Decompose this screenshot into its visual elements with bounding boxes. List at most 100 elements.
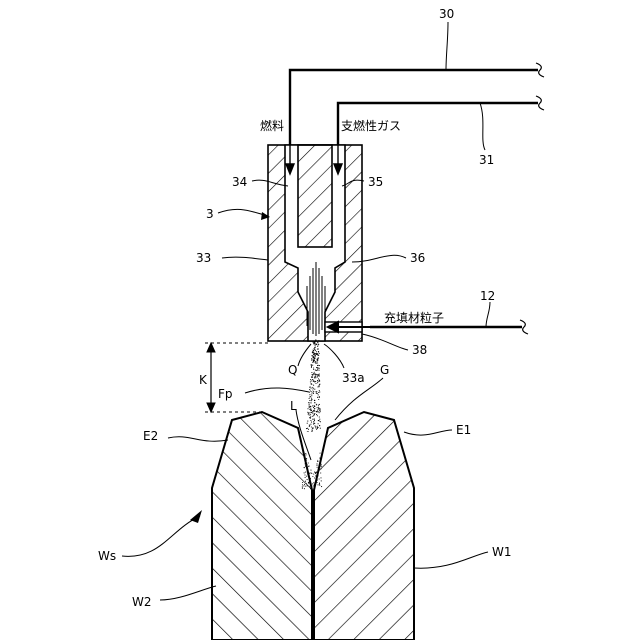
powder-particle	[314, 342, 315, 343]
powder-particle	[316, 351, 317, 352]
powder-particle	[307, 431, 308, 432]
powder-particle	[313, 361, 314, 362]
powder-particle	[312, 342, 313, 343]
powder-particle	[317, 346, 318, 347]
powder-particle	[312, 387, 313, 388]
label-pipe-oxidizer: 31	[479, 153, 494, 167]
powder-particle	[317, 360, 318, 361]
powder-particle	[311, 380, 312, 381]
powder-particle	[319, 353, 320, 354]
powder-particle	[312, 351, 313, 352]
powder-particle	[319, 396, 320, 397]
powder-particle	[316, 411, 317, 412]
powder-particle	[319, 380, 320, 381]
powder-particle	[311, 410, 312, 411]
powder-particle	[313, 423, 314, 424]
workpiece	[212, 412, 414, 640]
powder-particle	[317, 382, 318, 383]
powder-particle	[310, 420, 311, 421]
label-filler-particles: 充填材粒子	[384, 310, 444, 325]
powder-particle	[309, 426, 310, 427]
powder-particle	[312, 365, 313, 366]
label-flow: Fp	[218, 387, 233, 401]
powder-particle	[314, 477, 315, 478]
powder-particle	[311, 400, 312, 401]
powder-particle	[315, 473, 316, 474]
powder-particle	[308, 402, 309, 403]
powder-particle	[316, 370, 317, 371]
powder-particle	[310, 416, 311, 417]
powder-particle	[315, 345, 316, 346]
powder-particle	[317, 386, 318, 387]
powder-particle	[309, 398, 310, 399]
powder-particle	[314, 472, 315, 473]
powder-particle	[315, 377, 316, 378]
powder-particle	[317, 467, 318, 468]
powder-particle	[313, 410, 314, 411]
powder-particle	[319, 404, 320, 405]
powder-particle	[315, 376, 316, 377]
powder-particle	[314, 356, 315, 357]
powder-particle	[311, 388, 312, 389]
powder-particle	[313, 380, 314, 381]
powder-particle	[310, 406, 311, 407]
powder-particle	[311, 376, 312, 377]
powder-particle	[319, 425, 320, 426]
powder-particle	[311, 377, 312, 378]
label-edge-left: E2	[143, 429, 158, 443]
powder-particle	[319, 391, 320, 392]
label-groove: G	[380, 363, 389, 377]
powder-particle	[318, 405, 319, 406]
powder-particle	[311, 365, 312, 366]
powder-particle	[318, 340, 319, 341]
powder-particle	[312, 389, 313, 390]
powder-particle	[320, 411, 321, 412]
powder-particle	[311, 402, 312, 403]
powder-particle	[317, 428, 318, 429]
powder-particle	[314, 343, 315, 344]
powder-particle	[318, 357, 319, 358]
powder-particle	[319, 386, 320, 387]
powder-particle	[314, 389, 315, 390]
powder-particle	[314, 354, 315, 355]
powder-particle	[313, 342, 314, 343]
powder-particle	[310, 390, 311, 391]
label-mixing-chamber: 36	[410, 251, 425, 265]
powder-particle	[319, 408, 320, 409]
powder-particle	[314, 348, 315, 349]
powder-particle	[311, 360, 312, 361]
powder-particle	[319, 412, 320, 413]
powder-particle	[314, 381, 315, 382]
powder-particle	[309, 400, 310, 401]
powder-particle	[316, 463, 317, 464]
powder-particle	[319, 390, 320, 391]
work-right	[314, 412, 414, 640]
powder-particle	[317, 359, 318, 360]
powder-particle	[305, 454, 306, 455]
powder-particle	[318, 342, 319, 343]
powder-particle	[319, 365, 320, 366]
powder-particle	[316, 344, 317, 345]
powder-particle	[315, 383, 316, 384]
powder-particle	[310, 424, 311, 425]
powder-particle	[311, 426, 312, 427]
powder-particle	[317, 410, 318, 411]
powder-particle	[313, 356, 314, 357]
powder-particle	[314, 419, 315, 420]
label-workpiece: Ws	[98, 549, 116, 563]
powder-particle	[314, 400, 315, 401]
powder-particle	[312, 411, 313, 412]
powder-particle	[314, 402, 315, 403]
powder-particle	[310, 381, 311, 382]
powder-particle	[311, 358, 312, 359]
powder-particle	[317, 353, 318, 354]
powder-particle	[313, 350, 314, 351]
powder-particle	[316, 363, 317, 364]
powder-particle	[313, 388, 314, 389]
powder-particle	[312, 483, 313, 484]
powder-particle	[309, 402, 310, 403]
work-left	[212, 412, 312, 640]
powder-particle	[308, 429, 309, 430]
powder-particle	[316, 393, 317, 394]
powder-particle	[307, 421, 308, 422]
